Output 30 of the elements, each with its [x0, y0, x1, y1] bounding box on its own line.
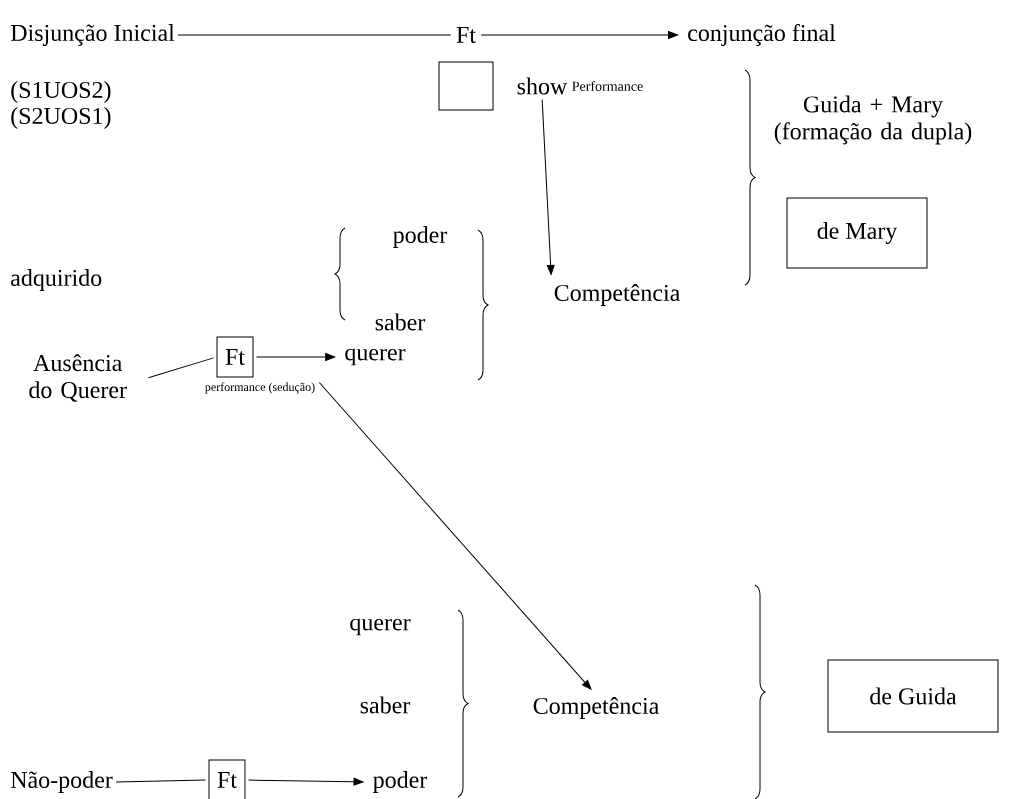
term-text: Ft	[456, 27, 476, 43]
label-text: (S2UOS1)	[11, 107, 111, 129]
term-text: Competência	[533, 697, 659, 719]
arrow	[541, 99, 555, 275]
label-text: querer	[350, 618, 411, 636]
text-box: Ft	[208, 759, 246, 799]
term-text: querer	[345, 348, 406, 366]
arrow	[318, 382, 592, 690]
label-text: adquirido	[11, 269, 102, 291]
small-text: performance (sedução)	[205, 382, 315, 394]
term-text: poder	[373, 771, 428, 793]
arrow	[480, 31, 679, 39]
text-box: Ft	[216, 336, 254, 378]
term-text: Não-poder	[10, 771, 113, 793]
label-text: Guida + Mary (formação da dupla)	[774, 95, 972, 145]
arrow	[248, 777, 364, 786]
label-text: (S1UOS2)	[11, 81, 111, 103]
empty-box	[438, 61, 494, 111]
text-box: de Guida	[827, 659, 999, 733]
term-text: show	[517, 77, 568, 95]
term-text: Disjunção Inicial	[10, 24, 175, 46]
label-text: saber	[360, 696, 411, 714]
term-text: Ausência do Querer	[29, 354, 127, 402]
label-text: poder	[393, 226, 448, 248]
arrow	[256, 353, 336, 361]
beside-text: Performance	[572, 81, 643, 91]
label-text: saber	[375, 313, 426, 331]
term-text: conjunção final	[688, 24, 836, 46]
term-text: Competência	[554, 284, 680, 306]
text-box: de Mary	[786, 197, 928, 269]
